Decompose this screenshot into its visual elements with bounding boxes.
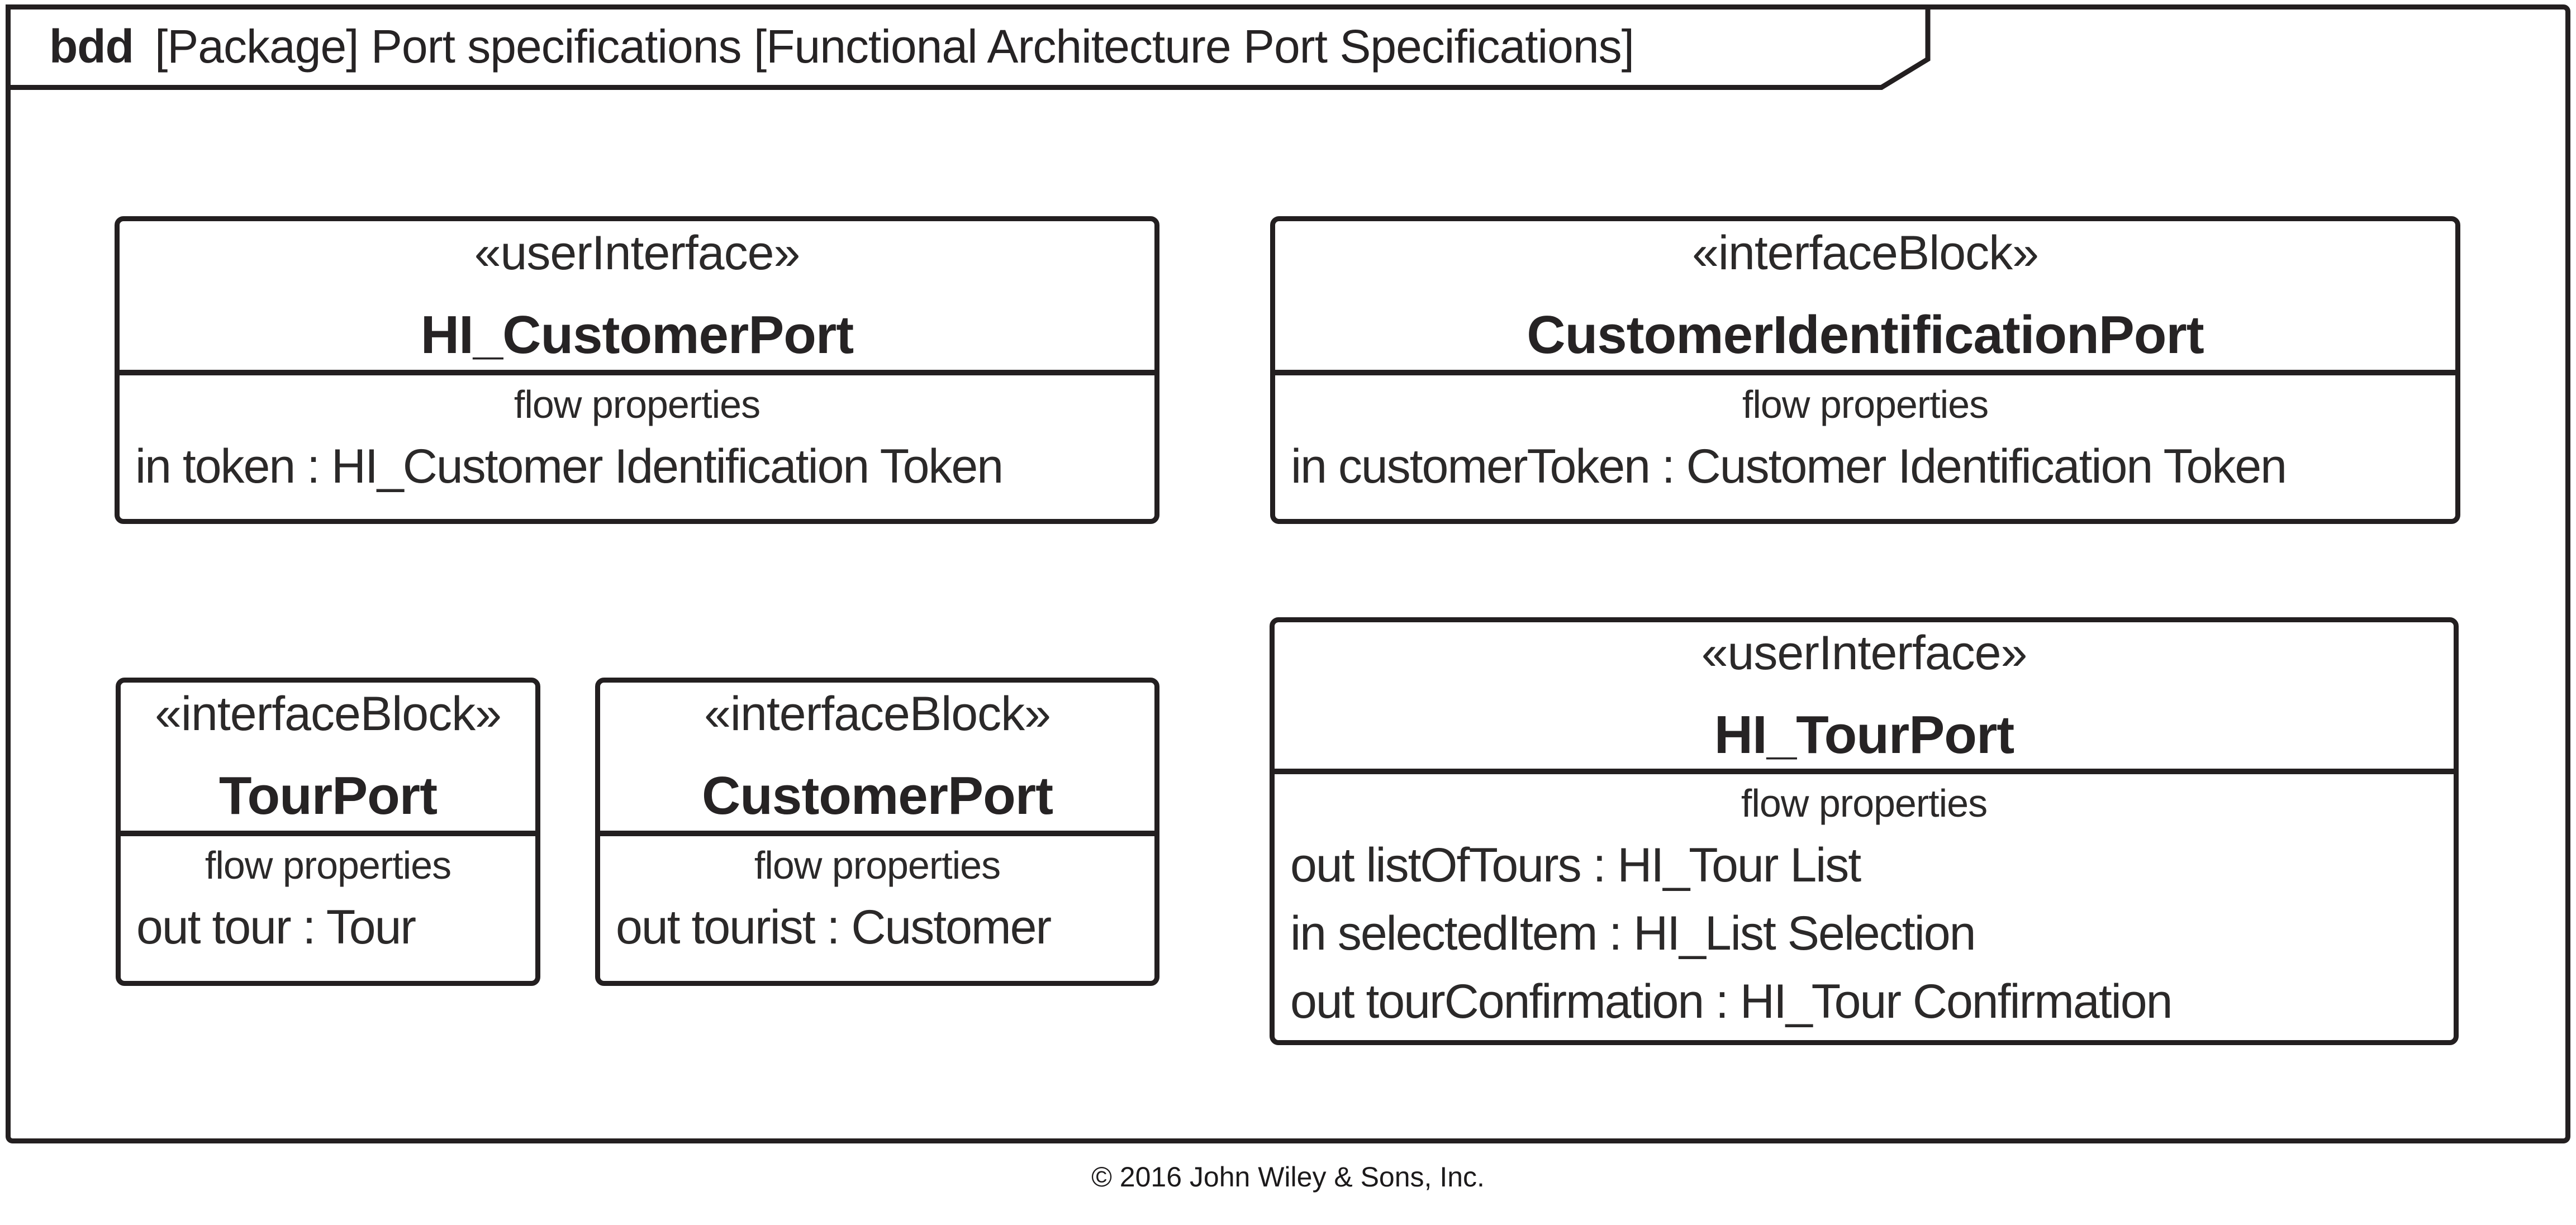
block-hi-customerport: «userInterface» HI_CustomerPort flow pro…: [115, 216, 1159, 524]
property-list: out tourist : Customer: [600, 893, 1154, 961]
diagram-kind-keyword: bdd: [49, 20, 134, 73]
property-list: in customerToken : Customer Identificati…: [1275, 432, 2455, 501]
diagram-title-text: [Package] Port specifications [Functiona…: [154, 20, 1634, 73]
block-stereotype: «userInterface»: [474, 226, 801, 280]
flow-property: out listOfTours : HI_Tour List: [1290, 838, 1861, 892]
block-name: TourPort: [218, 766, 438, 826]
flow-properties-compartment: flow properties out tourist : Customer: [600, 836, 1154, 981]
block-customerport: «interfaceBlock» CustomerPort flow prope…: [595, 678, 1159, 986]
flow-properties-compartment: flow properties out listOfTours : HI_Tou…: [1275, 774, 2454, 1040]
block-hi-tourport: «userInterface» HI_TourPort flow propert…: [1270, 617, 2459, 1045]
compartment-label: flow properties: [1742, 383, 1989, 426]
diagram-title: bdd [Package] Port specifications [Funct…: [6, 6, 1872, 87]
flow-properties-compartment: flow properties in token : HI_Customer I…: [120, 375, 1154, 519]
block-header: «interfaceBlock» CustomerIdentificationP…: [1275, 221, 2455, 375]
block-name: HI_TourPort: [1714, 704, 2015, 765]
flow-property: in token : HI_Customer Identification To…: [135, 440, 1004, 493]
diagram-title-tab-shape: [6, 4, 1931, 90]
flow-property: out tourConfirmation : HI_Tour Confirmat…: [1290, 975, 2173, 1029]
compartment-label: flow properties: [205, 843, 451, 887]
property-list: out tour : Tour: [121, 893, 535, 961]
block-name: HI_CustomerPort: [420, 304, 854, 365]
block-header: «interfaceBlock» CustomerPort: [600, 683, 1154, 836]
block-header: «userInterface» HI_CustomerPort: [120, 221, 1154, 375]
block-name: CustomerIdentificationPort: [1527, 304, 2204, 365]
block-tourport: «interfaceBlock» TourPort flow propertie…: [116, 678, 540, 986]
property-list: in token : HI_Customer Identification To…: [120, 432, 1154, 501]
block-stereotype: «userInterface»: [1701, 626, 2028, 680]
compartment-label: flow properties: [1741, 781, 1988, 825]
flow-properties-compartment: flow properties in customerToken : Custo…: [1275, 375, 2455, 519]
compartment-label: flow properties: [514, 383, 761, 426]
flow-property: in selectedItem : HI_List Selection: [1290, 907, 1976, 961]
flow-property: in customerToken : Customer Identificati…: [1291, 440, 2287, 493]
block-name: CustomerPort: [701, 766, 1053, 826]
block-stereotype: «interfaceBlock»: [704, 687, 1051, 741]
flow-property: out tour : Tour: [136, 900, 416, 954]
block-header: «userInterface» HI_TourPort: [1275, 622, 2454, 774]
block-stereotype: «interfaceBlock»: [1692, 226, 2039, 280]
block-header: «interfaceBlock» TourPort: [121, 683, 535, 836]
block-stereotype: «interfaceBlock»: [155, 687, 502, 741]
flow-properties-compartment: flow properties out tour : Tour: [121, 836, 535, 981]
property-list: out listOfTours : HI_Tour List in select…: [1275, 831, 2454, 1036]
block-customeridentificationport: «interfaceBlock» CustomerIdentificationP…: [1270, 216, 2460, 524]
compartment-label: flow properties: [754, 843, 1001, 887]
copyright-notice: © 2016 John Wiley & Sons, Inc.: [1091, 1161, 1485, 1193]
flow-property: out tourist : Customer: [616, 900, 1052, 954]
